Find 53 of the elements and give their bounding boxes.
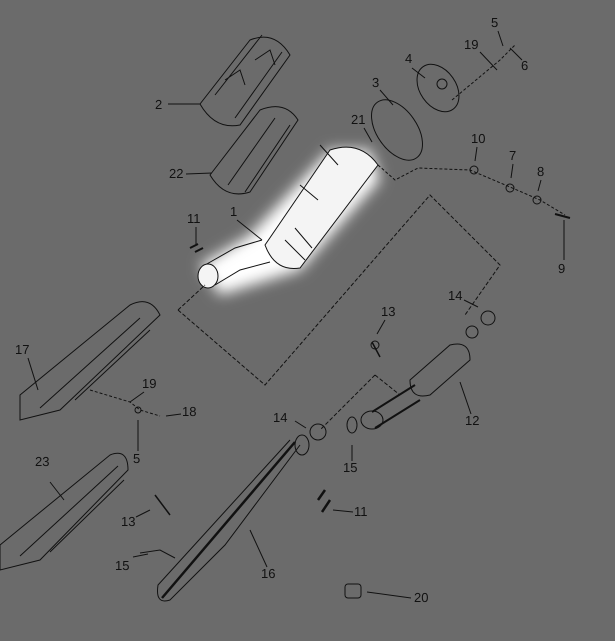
callout-number: 5 (132, 452, 142, 466)
callout-number: 2 (154, 98, 164, 112)
leader-line (376, 320, 386, 334)
callout-number: 3 (371, 76, 380, 90)
leader-line (186, 172, 212, 174)
leader-line (412, 68, 426, 78)
callout-number: 20 (413, 591, 430, 605)
leader-line (130, 392, 144, 402)
leader-line (28, 358, 38, 390)
callout-number: 15 (114, 559, 130, 573)
callout-number: 10 (470, 132, 486, 146)
leader-line (538, 180, 542, 192)
callout-number: 1 (229, 205, 238, 219)
callout-number: 21 (350, 113, 366, 127)
leader-line (380, 90, 394, 106)
callout-number: 11 (353, 505, 368, 519)
leader-line (332, 510, 354, 512)
callout-number: 19 (141, 377, 158, 391)
callout-number: 17 (14, 343, 30, 357)
callout-number: 8 (536, 165, 546, 179)
callout-number: 12 (464, 414, 480, 428)
leader-line (236, 220, 262, 240)
callout-number: 18 (181, 405, 198, 419)
leader-line (136, 510, 150, 518)
leader-line (498, 30, 504, 46)
callout-number: 23 (34, 455, 50, 469)
callout-number: 11 (186, 212, 202, 226)
callout-number: 9 (557, 262, 566, 276)
leader-line (510, 48, 522, 60)
leader-line (132, 554, 148, 558)
leader-line (366, 592, 412, 598)
leader-line (250, 530, 268, 568)
leader-line (480, 52, 498, 70)
callout-number: 22 (168, 167, 184, 181)
leader-line (294, 420, 306, 428)
leader-line (460, 382, 472, 414)
callout-number: 19 (463, 38, 480, 52)
callout-number: 13 (380, 305, 396, 319)
callout-number: 14 (272, 411, 288, 425)
leader-line (364, 128, 372, 142)
leader-line (474, 146, 478, 162)
callout-number: 4 (404, 52, 414, 66)
callout-number: 15 (342, 461, 358, 475)
callout-number: 14 (447, 289, 464, 303)
leader-line (166, 414, 182, 416)
callout-number: 13 (120, 515, 136, 529)
callout-number: 6 (520, 59, 530, 73)
leader-line (464, 300, 478, 308)
leader-line (50, 482, 64, 500)
callout-number: 5 (490, 16, 500, 30)
callout-number: 7 (508, 149, 518, 163)
leader-line (510, 164, 514, 178)
callout-number: 16 (260, 567, 276, 581)
